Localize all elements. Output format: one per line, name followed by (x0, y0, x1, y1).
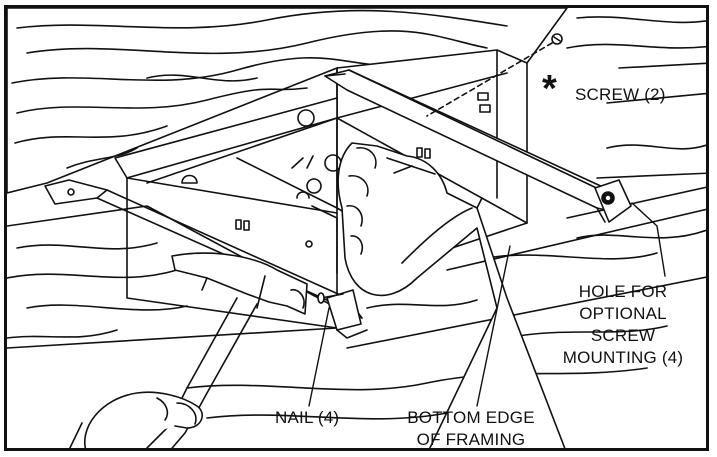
leader-lines (308, 202, 666, 407)
hole-label-line: MOUNTING (4) (562, 348, 684, 367)
screw-guide (426, 33, 563, 117)
hole-label-line: SCREW (590, 326, 656, 345)
hole-label: HOLE FOR OPTIONAL SCREW MOUNTING (4) (539, 281, 706, 369)
asterisk-icon: * (542, 68, 557, 110)
hole-label-line: OPTIONAL (579, 304, 667, 323)
hanger-bar (324, 69, 632, 223)
framing-edge-label-line: OF FRAMING (416, 430, 526, 449)
diagram-frame: * SCREW (2) HOLE FOR OPTIONAL SCREW MOUN… (4, 5, 709, 451)
framing-edge-label: BOTTOM EDGE OF FRAMING (391, 407, 551, 449)
installation-drawing (7, 8, 706, 448)
hole-label-line: HOLE FOR (578, 282, 668, 301)
nail (317, 292, 344, 304)
screw-label: SCREW (2) (575, 85, 666, 104)
right-arm (337, 142, 566, 448)
framing-edge-label-line: BOTTOM EDGE (407, 408, 535, 427)
nail-label: NAIL (4) (275, 408, 340, 427)
left-hand (69, 391, 203, 448)
